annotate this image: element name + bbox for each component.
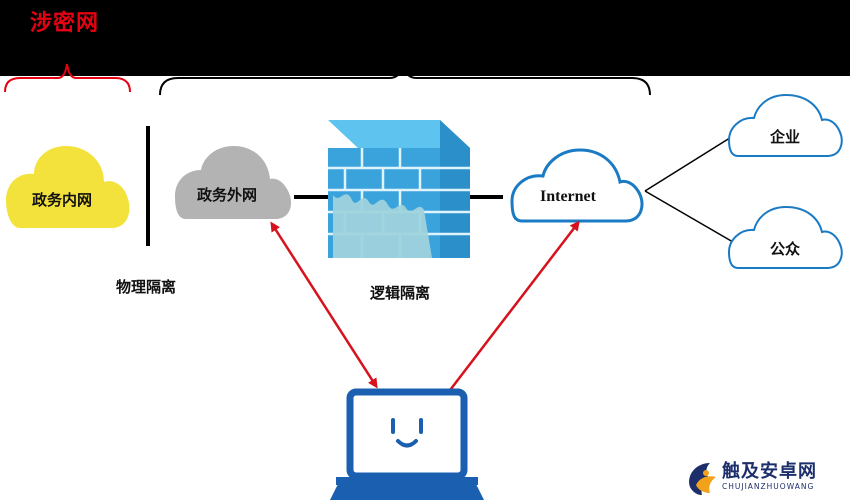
watermark-name: 触及安卓网 [722, 461, 817, 482]
link-internet-enterprise [644, 135, 734, 192]
arrow-laptop-external [270, 221, 378, 389]
public-label: 公众 [770, 240, 801, 258]
link-internet-public [644, 190, 734, 243]
laptop-icon [330, 388, 484, 500]
top-black-band: 涉密网 [0, 0, 850, 76]
internet-label: Internet [540, 188, 596, 205]
watermark-logo-icon [689, 463, 716, 495]
firewall-icon [328, 120, 470, 258]
physical-isolation-label: 物理隔离 [116, 278, 177, 296]
watermark-sub: CHUJIANZHUOWANG [722, 482, 815, 491]
gov-internal-cloud [6, 146, 130, 228]
arrow-laptop-internet [442, 220, 580, 401]
gov-external-cloud [175, 146, 292, 219]
external-network-brace [159, 63, 651, 96]
enterprise-cloud [727, 93, 843, 157]
site-watermark: 触及安卓网 CHUJIANZHUOWANG [682, 457, 850, 500]
enterprise-label: 企业 [770, 128, 801, 146]
secret-network-brace [4, 63, 131, 93]
gov-internal-label: 政务内网 [32, 191, 93, 209]
gov-external-label: 政务外网 [197, 186, 258, 204]
secret-network-title: 涉密网 [30, 11, 100, 36]
public-cloud [727, 205, 843, 269]
logical-isolation-label: 逻辑隔离 [370, 284, 431, 302]
internet-cloud [510, 148, 644, 223]
